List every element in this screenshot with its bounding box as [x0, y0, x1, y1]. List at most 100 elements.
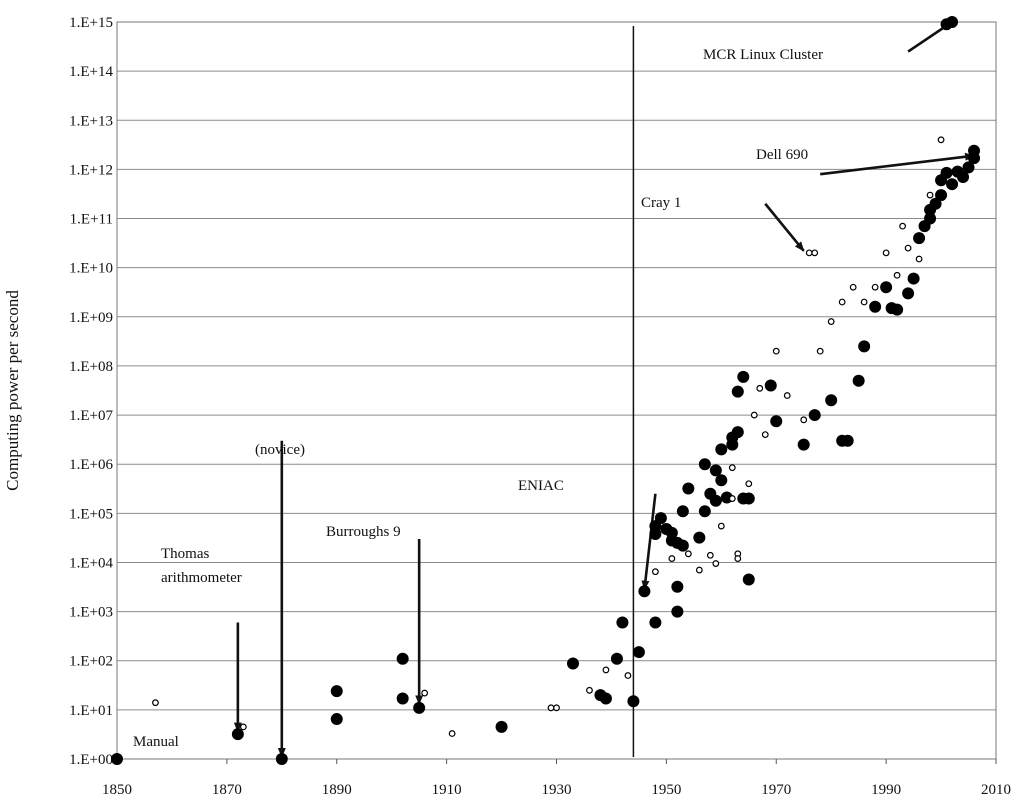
data-point-filled [396, 692, 409, 705]
data-point-open [684, 550, 692, 558]
data-point-filled [654, 512, 667, 525]
data-point-filled [742, 492, 755, 505]
data-point-filled [946, 178, 959, 191]
annotation-arrow [764, 202, 805, 252]
annotation-label: (novice) [255, 442, 305, 458]
data-point-open [811, 249, 819, 257]
data-point-open [421, 689, 429, 697]
data-point-open [706, 551, 714, 559]
data-point-open [602, 666, 610, 674]
data-point-open [239, 723, 247, 731]
data-point-filled [275, 753, 288, 765]
data-point-open [712, 560, 720, 567]
plot-frame [116, 21, 997, 760]
data-point-filled [599, 692, 612, 705]
data-point-open [860, 298, 868, 306]
data-point-filled [902, 287, 915, 300]
data-point-filled [924, 212, 937, 225]
data-point-open [553, 704, 560, 712]
data-point-filled [330, 713, 343, 726]
data-point-filled [940, 166, 953, 179]
data-point-open [745, 480, 753, 488]
x-tick-label: 2010 [981, 782, 1011, 798]
data-point-filled [770, 415, 783, 428]
data-point-filled [698, 458, 711, 471]
data-point-filled [610, 652, 623, 665]
x-tick-label: 1950 [651, 782, 681, 798]
data-point-filled [764, 379, 777, 392]
data-point-open [717, 522, 725, 530]
x-tick-label: 1990 [871, 782, 901, 798]
annotation-label: Thomas [161, 546, 209, 562]
annotation-label: Dell 690 [756, 147, 808, 163]
data-point-open [668, 555, 676, 562]
data-point-filled [946, 16, 959, 28]
data-point-open [695, 566, 703, 574]
annotation-arrow [641, 493, 657, 591]
data-point-open [756, 384, 764, 392]
y-tick-label: 1.E+02 [69, 654, 113, 670]
data-point-open [849, 283, 857, 291]
y-tick-label: 1.E+13 [69, 113, 113, 129]
data-point-open [750, 411, 758, 419]
data-point-filled [111, 753, 123, 765]
data-point-open [882, 249, 890, 257]
data-point-filled [709, 494, 722, 507]
y-tick-label: 1.E+03 [69, 605, 113, 621]
data-point-filled [495, 720, 508, 733]
data-point-open [899, 222, 907, 230]
data-point-filled [698, 505, 711, 518]
annotation-arrows [233, 20, 976, 758]
data-point-filled [742, 573, 755, 586]
data-point-filled [841, 434, 854, 447]
data-point-open [728, 495, 736, 502]
data-point-open [937, 136, 945, 144]
data-point-open [651, 568, 659, 576]
data-point-filled [671, 580, 684, 593]
data-point-open [624, 672, 632, 679]
annotation-label: Burroughs 9 [326, 524, 401, 540]
y-tick-label: 1.E+05 [69, 506, 113, 522]
data-point-filled [396, 652, 409, 665]
y-axis-label: Computing power per second [3, 290, 22, 491]
annotation-label: MCR Linux Cluster [703, 47, 823, 63]
data-point-open [783, 392, 791, 399]
data-point-filled [880, 281, 893, 294]
data-point-filled [907, 272, 920, 285]
data-point-filled [929, 197, 942, 210]
data-point-open [805, 249, 813, 257]
y-tick-label: 1.E+11 [70, 212, 113, 228]
data-point-filled [413, 701, 426, 714]
data-point-open [448, 730, 456, 737]
data-point-filled [891, 303, 904, 316]
data-point-open [838, 298, 846, 306]
y-tick-label: 1.E+12 [69, 162, 113, 178]
data-point-open [152, 699, 159, 707]
data-point-filled [638, 585, 651, 598]
data-point-filled [962, 161, 975, 174]
data-point-filled [627, 695, 640, 708]
data-point-filled [715, 474, 728, 487]
data-point-filled [671, 605, 684, 618]
data-point-open [926, 191, 934, 199]
data-point-filled [968, 144, 981, 157]
data-point-filled [676, 505, 689, 518]
y-tick-label: 1.E+10 [69, 261, 113, 277]
annotation-label: arithmometer [161, 570, 242, 586]
data-point-filled [616, 616, 629, 629]
data-point-open [871, 283, 879, 291]
data-point-filled [869, 300, 882, 313]
data-point-open [827, 318, 835, 325]
data-point-open [772, 347, 780, 355]
data-point-filled [731, 426, 744, 439]
data-point-filled [330, 685, 343, 698]
axes: 1.E+001.E+011.E+021.E+031.E+041.E+051.E+… [69, 15, 1011, 798]
data-point-open [761, 431, 769, 439]
data-point-open [586, 686, 593, 694]
annotation-label: Manual [133, 734, 179, 750]
x-tick-label: 1870 [212, 782, 242, 798]
data-point-filled [231, 728, 244, 741]
data-point-filled [709, 464, 722, 477]
data-point-filled [913, 232, 926, 245]
